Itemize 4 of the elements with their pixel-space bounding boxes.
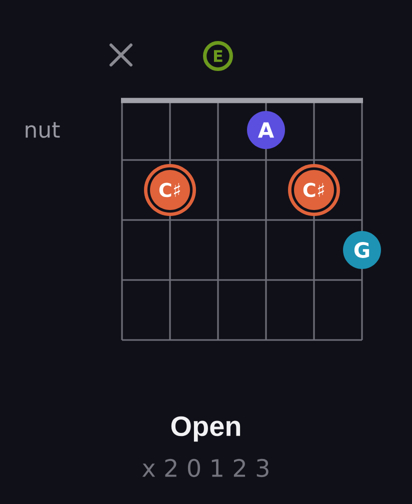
fingering-text: x 2 0 1 2 3 [142, 458, 268, 478]
open-note-ring: E [203, 41, 233, 71]
nut-label: nut [26, 122, 60, 138]
chord-title: Open [171, 416, 240, 442]
